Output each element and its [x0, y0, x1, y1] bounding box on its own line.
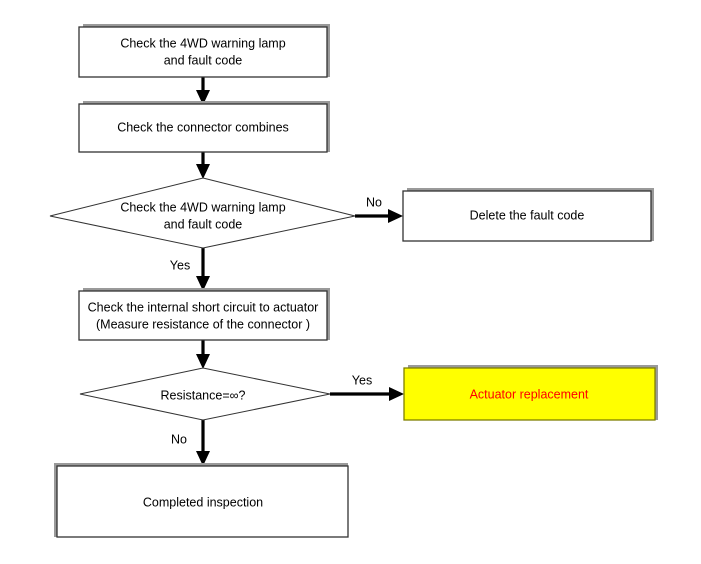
node-1-line-2: and fault code	[164, 53, 243, 67]
node-7-label: Actuator replacement	[470, 387, 589, 401]
connector-n1-to-n2	[196, 77, 210, 105]
connectors-group	[196, 77, 404, 466]
node-6-label: Resistance=∞?	[161, 388, 246, 402]
node-1-line-1: Check the 4WD warning lamp	[120, 36, 285, 50]
node-delete-fault-code: Delete the fault code	[402, 188, 654, 242]
node-4-label: Delete the fault code	[470, 208, 585, 222]
edge-label-d2-no: No	[171, 432, 187, 446]
connector-d2-to-n7	[330, 387, 404, 401]
node-decision-resistance: Resistance=∞?	[79, 367, 331, 421]
node-8-label: Completed inspection	[143, 495, 263, 509]
node-5-line-2: (Measure resistance of the connector )	[96, 317, 310, 331]
edge-label-d2-yes: Yes	[352, 373, 372, 387]
edge-label-d1-no: No	[366, 195, 382, 209]
connector-n5-to-d2	[196, 340, 210, 369]
node-5-line-1: Check the internal short circuit to actu…	[88, 300, 319, 314]
node-check-internal-short-circuit: Check the internal short circuit to actu…	[78, 288, 330, 341]
connector-d2-to-n8	[196, 420, 210, 466]
edge-label-d1-yes: Yes	[170, 258, 190, 272]
node-2-label: Check the connector combines	[117, 120, 289, 134]
node-completed-inspection: Completed inspection	[54, 463, 349, 538]
connector-d1-to-n4	[355, 209, 403, 223]
node-3-line-2: and fault code	[164, 217, 243, 231]
node-check-connector-combines: Check the connector combines	[78, 101, 330, 153]
connector-d1-to-n5	[196, 248, 210, 291]
connector-n2-to-d1	[196, 152, 210, 179]
node-decision-warning-lamp: Check the 4WD warning lamp and fault cod…	[49, 177, 356, 249]
node-actuator-replacement: Actuator replacement	[403, 365, 658, 421]
node-check-warning-lamp-1: Check the 4WD warning lamp and fault cod…	[78, 24, 330, 78]
node-3-line-1: Check the 4WD warning lamp	[120, 200, 285, 214]
